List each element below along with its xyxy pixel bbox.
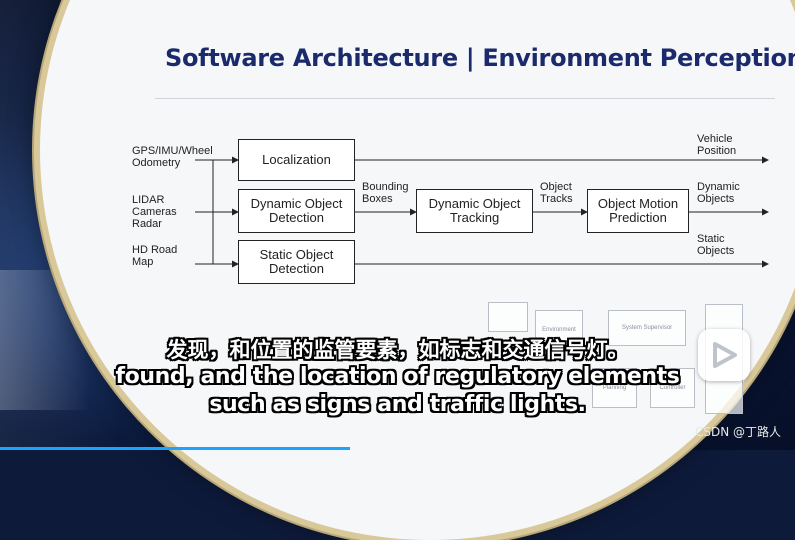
diagram-connectors [195, 156, 769, 268]
tracking-line1: Dynamic Object [428, 196, 521, 211]
input-lidar-line3: Radar [132, 218, 162, 230]
input-lidar: LIDAR Cameras Radar [132, 194, 177, 230]
static-detection-line1: Static Object [259, 247, 334, 262]
subtitle-english-line2: such as signs and traffic lights. [209, 392, 586, 417]
subtitle-english-line1: found, and the location of regulatory el… [115, 364, 680, 389]
static-detection-line2: Detection [269, 261, 324, 276]
input-lidar-line2: Cameras [132, 206, 177, 218]
localization-label: Localization [262, 152, 331, 167]
title-divider [155, 98, 775, 99]
progress-bar[interactable] [0, 447, 350, 450]
input-map-line1: HD Road [132, 244, 178, 256]
ghost-planning-box: Planning [592, 368, 637, 408]
ghost-environment-label: Environment [542, 327, 576, 333]
localization-box: Localization [238, 139, 355, 181]
ghost-planning-label: Planning [602, 385, 627, 391]
play-button[interactable] [698, 329, 750, 381]
output-vehicle-position: Vehicle Position [697, 133, 736, 157]
play-icon [713, 342, 737, 368]
subtitle-chinese: 发现，和位置的监管要素，如标志和交通信号灯。 [166, 338, 629, 362]
prediction-line1: Object Motion [597, 196, 679, 211]
ghost-box [488, 302, 528, 332]
tracking-line2: Tracking [449, 210, 500, 225]
edge-object-tracks: Object Tracks [540, 181, 573, 205]
dynamic-detection-box: Dynamic Object Detection [238, 189, 355, 233]
input-lidar-line1: LIDAR [132, 194, 165, 206]
input-map: HD Road Map [132, 244, 177, 268]
output-vehicle-line2: Position [697, 145, 737, 157]
output-static-line1: Static [697, 233, 725, 245]
edge-bounding-line2: Boxes [362, 193, 393, 205]
output-dynamic-line1: Dynamic [697, 181, 740, 193]
edge-bounding-line1: Bounding [362, 181, 409, 193]
edge-bounding-boxes: Bounding Boxes [362, 181, 409, 205]
output-vehicle-line1: Vehicle [697, 133, 733, 145]
tracking-box: Dynamic Object Tracking [416, 189, 533, 233]
watermark: CSDN @丁路人 [694, 425, 781, 439]
edge-tracks-line2: Tracks [540, 193, 573, 205]
prediction-line2: Prediction [609, 210, 667, 225]
output-static-objects: Static Objects [697, 233, 734, 257]
ghost-supervisor-label: System Supervisor [621, 325, 673, 331]
ghost-controller-label: Controller [659, 385, 686, 391]
input-gps-line1: GPS/IMU/Wheel [132, 145, 213, 157]
output-dynamic-objects: Dynamic Objects [697, 181, 740, 205]
ghost-controller-box: Controller [650, 368, 695, 408]
ghost-supervisor-box: System Supervisor [608, 310, 686, 346]
ghost-environment-box: Environment [535, 310, 583, 350]
dynamic-detection-line1: Dynamic Object [250, 196, 343, 211]
static-detection-box: Static Object Detection [238, 240, 355, 284]
output-static-line2: Objects [697, 245, 735, 257]
slide-title: Software Architecture | Environment Perc… [165, 44, 795, 72]
prediction-box: Object Motion Prediction [587, 189, 689, 233]
input-map-line2: Map [132, 256, 154, 268]
input-gps: GPS/IMU/Wheel Odometry [132, 145, 213, 169]
input-gps-line2: Odometry [132, 157, 181, 169]
edge-tracks-line1: Object [540, 181, 572, 193]
dynamic-detection-line2: Detection [269, 210, 324, 225]
output-dynamic-line2: Objects [697, 193, 735, 205]
